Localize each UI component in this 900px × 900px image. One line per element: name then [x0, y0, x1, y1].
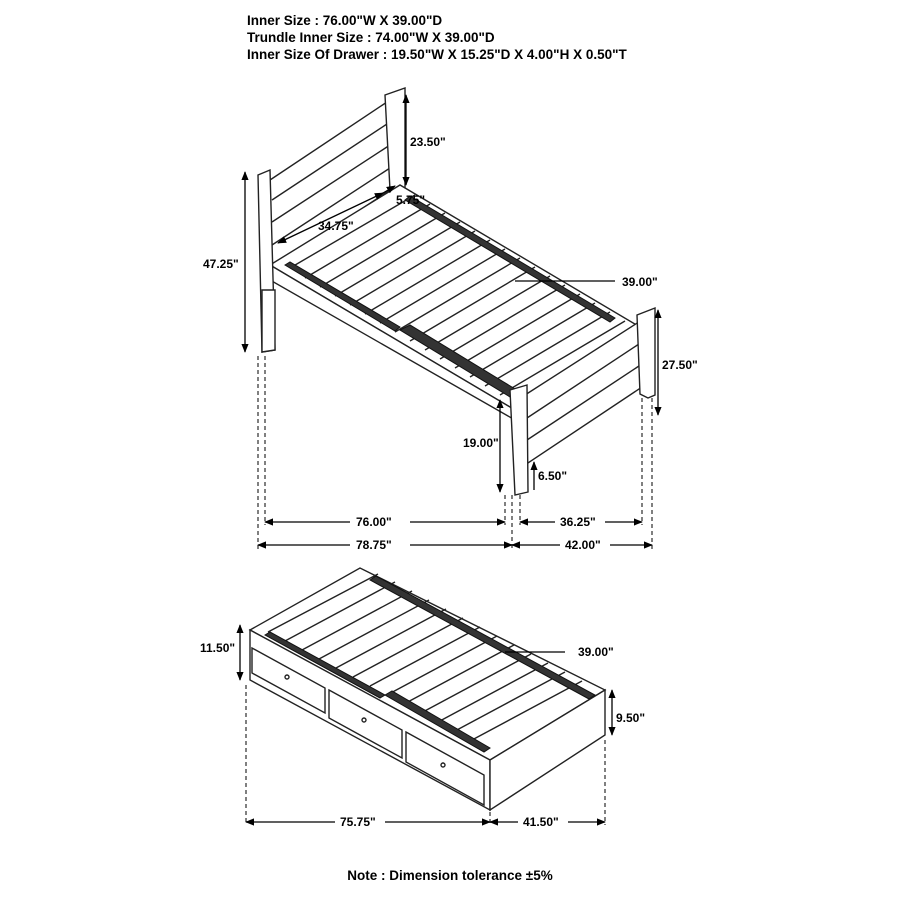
- inner-width-label: 36.25": [560, 515, 596, 529]
- trundle-slat-width-label: 39.00": [578, 645, 614, 659]
- post-offset-label: 5.75": [396, 193, 425, 207]
- footboard-back-post: [636, 306, 656, 399]
- trundle-side-height-label: 9.50": [616, 711, 645, 725]
- total-height-label: 47.25": [203, 257, 239, 271]
- trundle-width-label: 41.50": [523, 815, 559, 829]
- trundle-height-label: 11.50": [200, 641, 235, 655]
- drawer-knob-2: [361, 717, 367, 723]
- drawer-1: [251, 646, 326, 715]
- trundle-slats: [267, 573, 583, 741]
- foot-clearance-label: 6.50": [538, 469, 567, 483]
- trundle-drawing: [248, 567, 607, 812]
- inner-length-label: 76.00": [356, 515, 392, 529]
- tolerance-note: Note : Dimension tolerance ±5%: [347, 868, 553, 883]
- drawer-inner-size-text: Inner Size Of Drawer : 19.50"W X 15.25"D…: [247, 47, 627, 62]
- bed-slat-width-label: 39.00": [622, 275, 658, 289]
- trundle-side: [489, 688, 606, 812]
- trundle-dimension-labels: 11.50" 39.00" 9.50" 75.75" 41.50": [200, 641, 645, 829]
- trundle-inner-size-text: Trundle Inner Size : 74.00"W X 39.00"D: [247, 30, 495, 45]
- bed-drawing: [257, 87, 656, 496]
- drawer-2: [328, 688, 403, 760]
- trundle-dimension-lines: [236, 624, 616, 829]
- inner-size-text: Inner Size : 76.00"W X 39.00"D: [247, 13, 443, 28]
- trundle-length-label: 75.75": [340, 815, 376, 829]
- overall-width-label: 42.00": [565, 538, 601, 552]
- rail-height-label: 19.00": [463, 436, 499, 450]
- drawer-3: [405, 730, 485, 807]
- bed-dimension-labels: 23.50" 5.75" 34.75" 47.25" 39.00" 27.50"…: [203, 135, 698, 552]
- headboard-height-label: 23.50": [410, 135, 446, 149]
- slat-support-rail: [284, 261, 401, 332]
- footboard-front-post: [509, 384, 529, 496]
- drawer-knob-3: [440, 762, 446, 768]
- overall-length-label: 78.75": [356, 538, 392, 552]
- headboard-width-label: 34.75": [318, 219, 354, 233]
- drawer-knob-1: [284, 674, 290, 680]
- footboard-height-label: 27.50": [662, 358, 698, 372]
- specs-block: Inner Size : 76.00"W X 39.00"D Trundle I…: [247, 12, 627, 63]
